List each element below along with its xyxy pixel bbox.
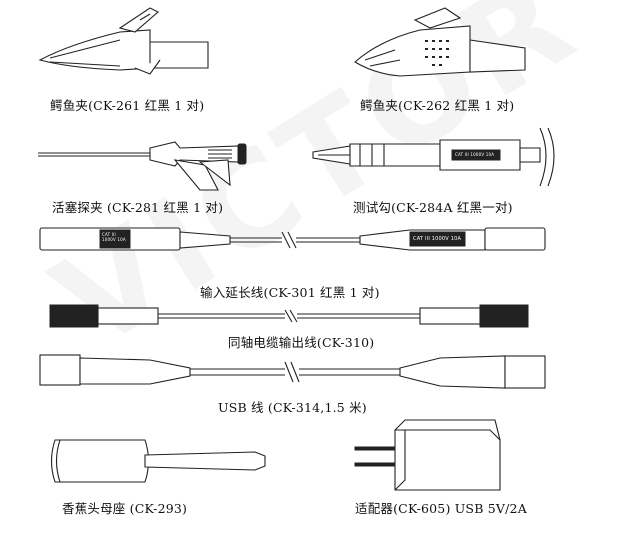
alligator-clip-ck262-illustration: [354, 7, 526, 77]
usb-cable-ck314-illustration: [39, 354, 546, 389]
caption-ck310: 同轴电缆输出线(CK-310): [228, 335, 375, 350]
test-hook-ck284a-illustration: [312, 127, 555, 187]
caption-ck605: 适配器(CK-605) USB 5V/2A: [355, 501, 527, 516]
extension-cable-ck301-illustration: [39, 227, 546, 251]
caption-ck293: 香蕉头母座 (CK-293): [62, 501, 188, 516]
piston-probe-ck281-illustration: [38, 141, 247, 191]
cable-plug-right-label: CAT III 1000V 10A: [413, 236, 462, 242]
banana-socket-ck293-illustration: [50, 439, 266, 483]
caption-ck284a: 测试勾(CK-284A 红黑一对): [353, 200, 513, 215]
usb-adapter-ck605-illustration: [354, 419, 501, 491]
caption-ck314: USB 线 (CK-314,1.5 米): [218, 400, 367, 415]
hook-body-label: CAT III 1000V 10A: [455, 152, 495, 157]
caption-ck262: 鳄鱼夹(CK-262 红黑 1 对): [360, 98, 515, 113]
caption-ck261: 鳄鱼夹(CK-261 红黑 1 对): [50, 98, 205, 113]
alligator-clip-ck261-illustration: [38, 7, 209, 75]
caption-ck301: 输入延长线(CK-301 红黑 1 对): [200, 285, 380, 300]
coax-cable-ck310-illustration: [49, 304, 529, 328]
cable-plug-left-label: CAT III 1000V 10A: [102, 232, 126, 242]
caption-ck281: 活塞探夹 (CK-281 红黑 1 对): [52, 200, 224, 215]
